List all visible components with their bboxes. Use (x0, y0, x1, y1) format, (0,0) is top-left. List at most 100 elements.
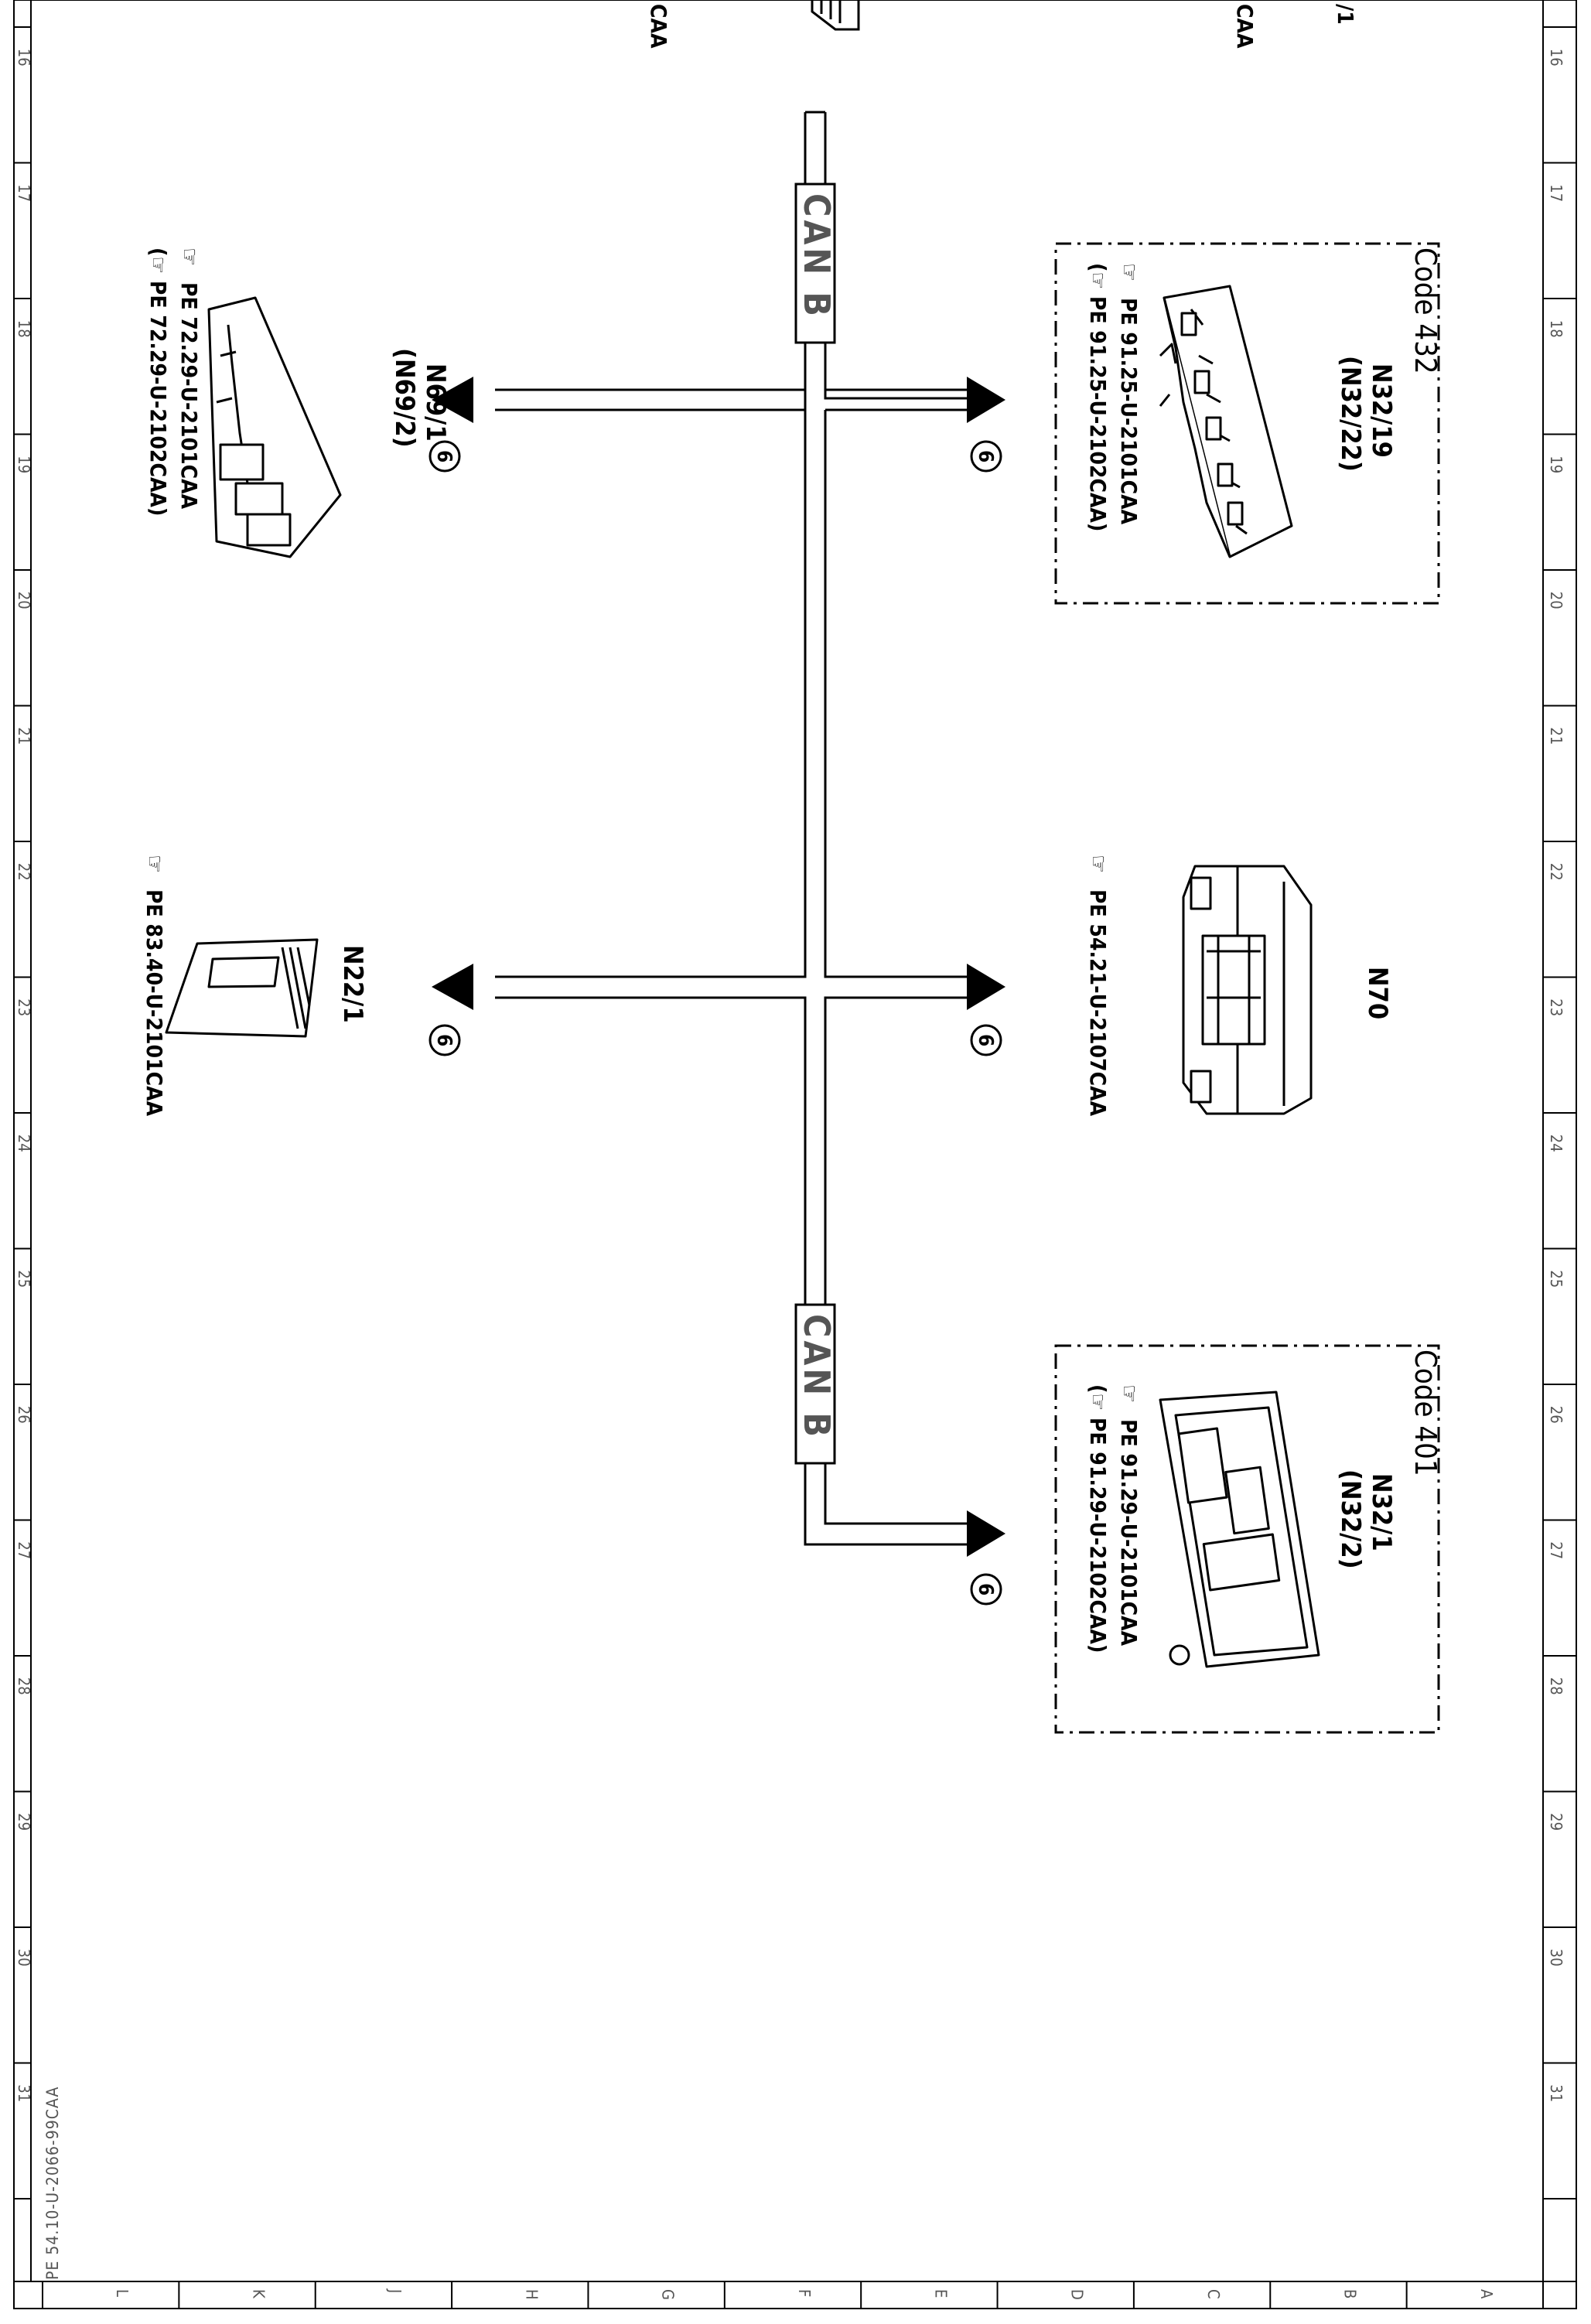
n70-label: N70 (1362, 967, 1393, 1019)
row-number: 31 (15, 2084, 33, 2102)
top-cut-label-left: CAA (646, 4, 671, 49)
row-number: 27 (1547, 1541, 1565, 1559)
row-number: 24 (15, 1135, 33, 1152)
n32-19-ref-1: ☞ PE 91.25-U-2101CAA (1115, 263, 1142, 525)
n32-19-label: N32/19 (1366, 363, 1397, 458)
row-number: 26 (1547, 1406, 1565, 1424)
row-number: 23 (15, 998, 33, 1016)
hand-pointer-icon: ☞ (1115, 263, 1142, 282)
n69-2-label: (N69/2) (389, 348, 420, 448)
column-letter: E (931, 2289, 950, 2298)
row-number: 21 (1547, 727, 1565, 745)
connector-marker-text: 6 (432, 1034, 456, 1046)
hand-pointer-icon: ☞ (1115, 1384, 1142, 1403)
top-cut-label-right-a: /1 (1333, 4, 1358, 25)
code-401-label: Code 401 (1408, 1350, 1442, 1476)
arrow-to-n32-19 (967, 377, 1005, 423)
row-number: 30 (15, 1949, 33, 1967)
row-number: 16 (15, 49, 33, 67)
connector-marker: 6 (428, 1024, 461, 1056)
n32-19-ref-2-text: (☞ PE 91.25-U-2102CAA) (1085, 263, 1111, 531)
hand-pointer-icon: ☞ (141, 855, 168, 873)
row-number: 23 (1547, 998, 1565, 1016)
column-letter: F (795, 2289, 814, 2297)
row-number: 17 (1547, 184, 1565, 202)
arrow-to-n69-1 (432, 377, 473, 423)
n32-2-label: (N32/2) (1335, 1469, 1366, 1569)
n32-1-ref-1: ☞ PE 91.29-U-2101CAA (1115, 1384, 1142, 1647)
row-number: 26 (15, 1406, 33, 1424)
row-number: 21 (15, 727, 33, 745)
row-number: 29 (15, 1813, 33, 1831)
n32-22-label: (N32/22) (1335, 356, 1366, 472)
n32-19-module-drawing (1159, 285, 1293, 558)
n70-ref-1-text: PE 54.21-U-2107CAA (1085, 889, 1111, 1117)
top-partial-component (811, 0, 860, 31)
arrow-to-n70 (967, 964, 1005, 1010)
connector-marker-text: 6 (974, 1583, 997, 1595)
n32-19-ref-1-text: PE 91.25-U-2101CAA (1116, 298, 1142, 525)
connector-markers: 6 6 6 6 6 (428, 440, 1002, 1606)
connector-marker: 6 (970, 440, 1002, 473)
row-number: 19 (15, 456, 33, 473)
row-number: 31 (1547, 2084, 1565, 2102)
can-bus-label-2: CAN B (794, 1303, 838, 1465)
row-number: 18 (1547, 320, 1565, 338)
n32-1-drawing (1159, 1391, 1320, 1668)
hand-pointer-icon: ☞ (1084, 855, 1111, 873)
document-id: PE 54.10-U-2066-99CAA (43, 2087, 62, 2280)
column-letter: B (1340, 2289, 1359, 2298)
row-number: 20 (15, 592, 33, 609)
arrow-to-n32-1 (967, 1510, 1005, 1557)
connector-marker: 6 (428, 440, 461, 473)
n69-1-ref-2: (☞ PE 72.29-U-2102CAA) (145, 247, 171, 516)
row-number: 22 (15, 863, 33, 881)
column-letter: K (250, 2289, 268, 2299)
can-bus-trunk (495, 111, 967, 1546)
code-432-label: Code 432 (1408, 247, 1442, 374)
n32-1-ref-2-text: (☞ PE 91.29-U-2102CAA) (1085, 1384, 1111, 1653)
n69-1-drawing (207, 296, 342, 558)
n69-1-label: N69/1 (420, 363, 451, 442)
connector-marker-text: 6 (974, 1034, 997, 1046)
n70-drawing (1182, 865, 1313, 1115)
row-number: 25 (15, 1270, 33, 1288)
n32-1-label: N32/1 (1366, 1473, 1397, 1551)
bus-fill (497, 114, 967, 1543)
row-number: 22 (1547, 863, 1565, 881)
row-number: 20 (1547, 592, 1565, 609)
n32-1-ref-1-text: PE 91.29-U-2101CAA (1116, 1419, 1142, 1647)
connector-marker-text: 6 (432, 450, 456, 462)
n70-ref-1: ☞ PE 54.21-U-2107CAA (1084, 855, 1111, 1117)
n22-1-drawing (165, 938, 319, 1038)
row-number: 30 (1547, 1949, 1565, 1967)
n22-1-label: N22/1 (337, 945, 368, 1023)
n22-1-ref-1-text: PE 83.40-U-2101CAA (142, 889, 167, 1117)
arrowheads (432, 377, 1005, 1557)
bus-outline (495, 111, 967, 1546)
row-number: 24 (1547, 1135, 1565, 1152)
row-number: 27 (15, 1541, 33, 1559)
hand-pointer-icon: ☞ (176, 247, 203, 266)
can-bus-label-1-text: CAN B (796, 193, 838, 319)
n32-19-ref-2: (☞ PE 91.25-U-2102CAA) (1085, 263, 1111, 531)
column-letter: H (522, 2289, 541, 2300)
arrow-to-n22-1 (432, 964, 473, 1010)
n69-1-ref-2-text: (☞ PE 72.29-U-2102CAA) (145, 247, 171, 516)
code-401-box (1054, 1344, 1440, 1734)
column-letter: A (1477, 2289, 1496, 2299)
row-number: 25 (1547, 1270, 1565, 1288)
n32-1-ref-2: (☞ PE 91.29-U-2102CAA) (1085, 1384, 1111, 1653)
row-number: 18 (15, 320, 33, 338)
column-letter: D (1068, 2289, 1087, 2300)
n69-1-ref-1: ☞ PE 72.29-U-2101CAA (176, 247, 203, 510)
row-number: 28 (15, 1677, 33, 1695)
n69-1-ref-1-text: PE 72.29-U-2101CAA (176, 282, 202, 510)
frame (13, 0, 1577, 2309)
connector-marker-text: 6 (974, 450, 997, 462)
row-number: 19 (1547, 456, 1565, 473)
column-letter: L (113, 2289, 131, 2297)
